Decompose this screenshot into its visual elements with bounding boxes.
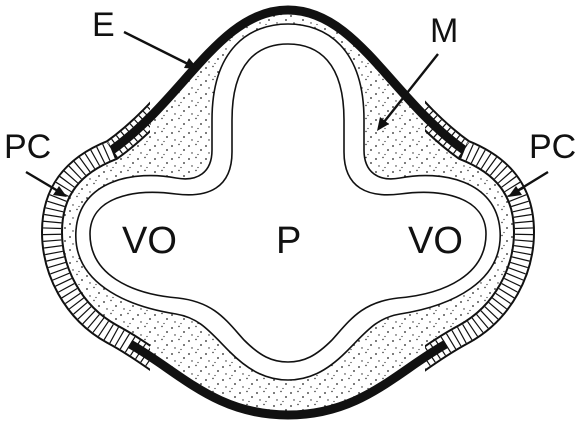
arrow-e bbox=[124, 32, 198, 69]
label-vo-right: VO bbox=[408, 222, 463, 260]
label-vo-left: VO bbox=[122, 222, 177, 260]
label-pc-right: PC bbox=[529, 130, 575, 164]
label-m: M bbox=[430, 14, 458, 48]
label-e: E bbox=[92, 8, 115, 42]
label-pc-left: PC bbox=[4, 130, 51, 164]
label-p: P bbox=[276, 222, 301, 260]
